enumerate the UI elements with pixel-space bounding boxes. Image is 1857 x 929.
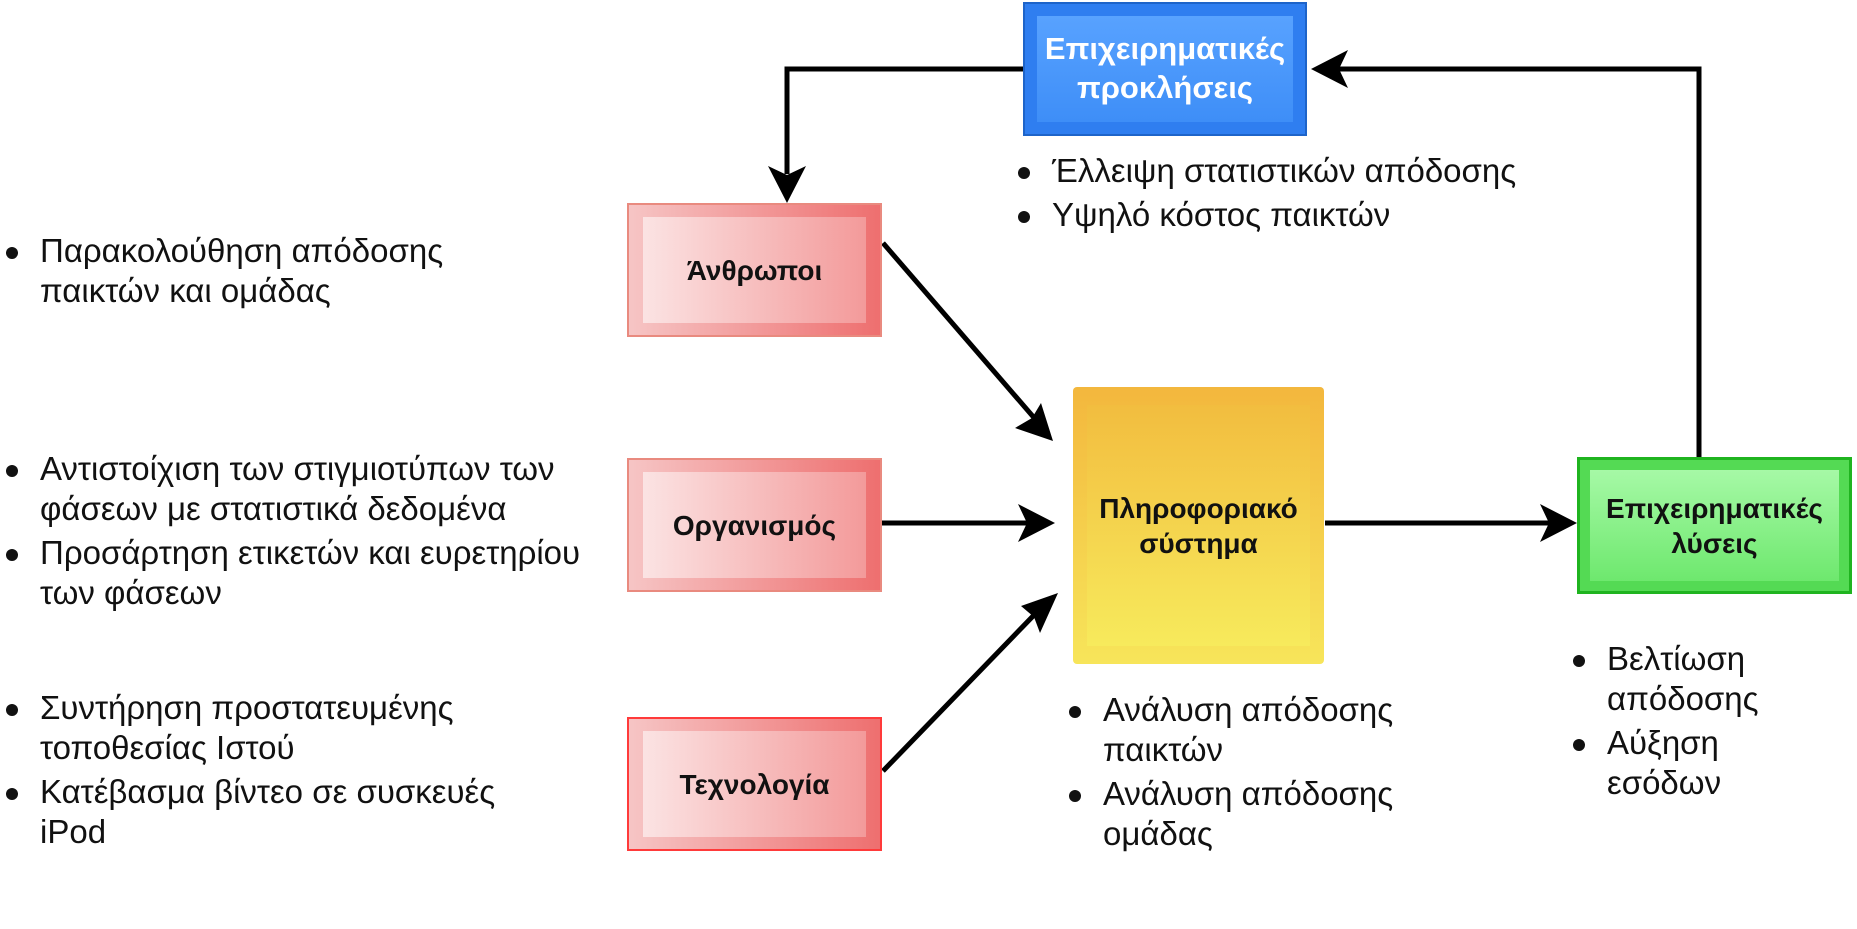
arrowhead-tech-to-infosys [1021, 593, 1058, 633]
arrow-tech-to-infosys [881, 611, 1038, 773]
business-solutions-list: Βελτίωση απόδοσης Αύξηση εσόδων [1571, 639, 1801, 807]
arrowhead-people-to-infosys [1015, 403, 1053, 441]
technology-box: Τεχνολογία [627, 717, 882, 851]
business-solutions-title-line-1: Επιχειρηματικές [1606, 492, 1823, 524]
organization-label: Οργανισμός [672, 509, 837, 541]
list-item: Υψηλό κόστος παικτών [1016, 195, 1576, 235]
list-item: Προσάρτηση ετικετών και ευρετηρίου των φ… [4, 533, 604, 613]
list-item: Ανάλυση απόδοσης παικτών [1067, 690, 1447, 770]
organization-list: Αντιστοίχιση των στιγμιοτύπων των φάσεων… [4, 449, 604, 617]
information-system-title-line-2: σύστημα [1139, 527, 1258, 559]
arrow-challenges-to-people [784, 66, 1023, 174]
list-item: Αύξηση εσόδων [1571, 723, 1801, 803]
people-box: Άνθρωποι [627, 203, 882, 337]
list-item: Παρακολούθηση απόδοσης παικτών και ομάδα… [4, 231, 524, 311]
information-system-list: Ανάλυση απόδοσης παικτών Ανάλυση απόδοση… [1067, 690, 1447, 858]
business-solutions-box: Επιχειρηματικές λύσεις [1577, 457, 1852, 594]
list-item: Βελτίωση απόδοσης [1571, 639, 1801, 719]
list-item: Αντιστοίχιση των στιγμιοτύπων των φάσεων… [4, 449, 604, 529]
information-system-title-line-1: Πληροφοριακό [1099, 492, 1298, 524]
business-challenges-label: Επιχειρηματικές προκλήσεις [1045, 30, 1285, 108]
organization-box: Οργανισμός [627, 458, 882, 592]
business-challenges-title-line-2: προκλήσεις [1077, 70, 1253, 105]
list-item: Ανάλυση απόδοσης ομάδας [1067, 774, 1447, 854]
arrow-solutions-to-challenges [1338, 66, 1702, 457]
information-system-box: Πληροφοριακό σύστημα [1073, 387, 1324, 664]
list-item: Συντήρηση προστατευμένης τοποθεσίας Ιστο… [4, 688, 524, 768]
business-solutions-title-line-2: λύσεις [1671, 527, 1758, 559]
arrowhead-challenges-to-people [768, 166, 806, 203]
people-label: Άνθρωποι [686, 254, 823, 286]
business-challenges-title-line-1: Επιχειρηματικές [1044, 31, 1286, 67]
information-system-label: Πληροφοριακό σύστημα [1099, 491, 1298, 561]
arrow-people-to-infosys [881, 241, 1038, 422]
business-challenges-box: Επιχειρηματικές προκλήσεις [1023, 2, 1307, 136]
list-item: Έλλειψη στατιστικών απόδοσης [1016, 151, 1576, 191]
arrowhead-solutions-to-challenges [1311, 50, 1348, 88]
arrowhead-org-to-infosys [1018, 504, 1055, 542]
technology-list: Συντήρηση προστατευμένης τοποθεσίας Ιστο… [4, 688, 524, 856]
business-challenges-list: Έλλειψη στατιστικών απόδοσης Υψηλό κόστο… [1016, 151, 1576, 239]
people-list: Παρακολούθηση απόδοσης παικτών και ομάδα… [4, 231, 524, 315]
business-solutions-label: Επιχειρηματικές λύσεις [1606, 491, 1823, 561]
technology-label: Τεχνολογία [679, 768, 830, 800]
arrowhead-infosys-to-solutions [1540, 504, 1577, 542]
list-item: Κατέβασμα βίντεο σε συσκευές iPod [4, 772, 524, 852]
